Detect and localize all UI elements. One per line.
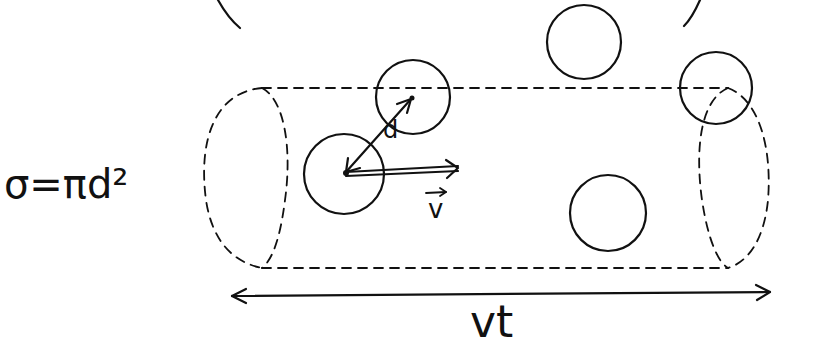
- velocity-label: v: [428, 196, 443, 222]
- length-label: vt: [470, 300, 513, 344]
- cross-section-formula: σ=πd²: [4, 164, 128, 204]
- diameter-label: d: [383, 118, 398, 142]
